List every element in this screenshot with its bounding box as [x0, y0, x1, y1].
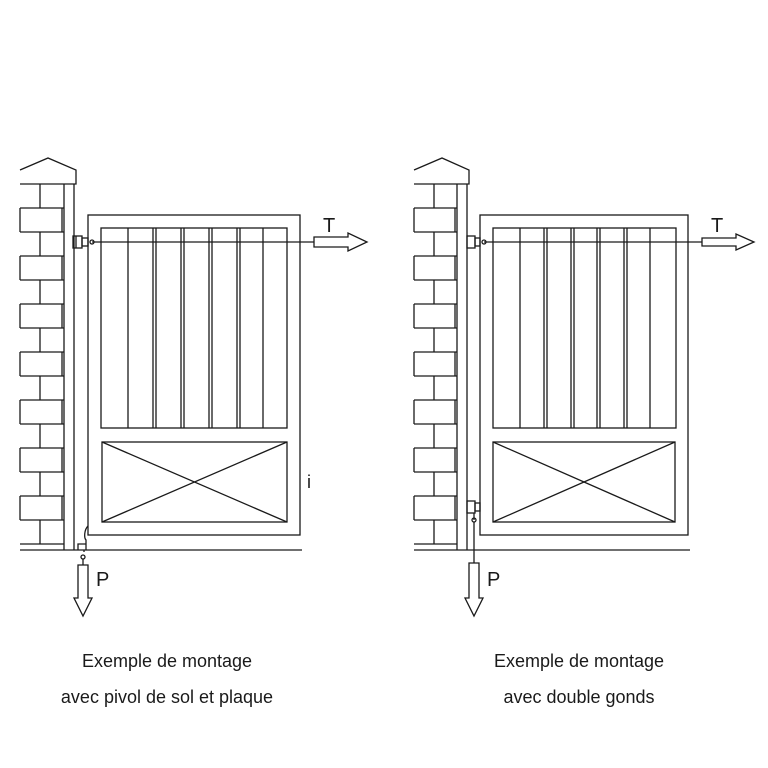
force-label-p-right: P: [487, 569, 500, 591]
side-mark-left: i: [307, 472, 311, 492]
caption-right-line1: Exemple de montage: [494, 651, 664, 671]
force-label-p-left: P: [96, 569, 109, 591]
caption-left-line1: Exemple de montage: [82, 651, 252, 671]
diagram-right: [413, 157, 756, 618]
floor-pivot-left: [77, 525, 89, 552]
gate-right: [479, 214, 689, 536]
diagram-left: [19, 157, 369, 618]
force-arrow-p-right: [463, 522, 485, 618]
brick-wall-left: [19, 157, 77, 550]
gate-left: [87, 214, 301, 536]
top-hinge-right: [466, 235, 487, 249]
force-arrow-t-left: [92, 231, 369, 253]
bottom-hinge-right: [466, 500, 481, 523]
force-arrow-p-left: [72, 554, 94, 618]
force-label-t-left: T: [323, 215, 335, 237]
force-label-t-right: T: [711, 215, 723, 237]
brick-wall-right: [413, 157, 470, 550]
caption-right-line2: avec double gonds: [503, 687, 654, 707]
force-arrow-t-right: [484, 232, 756, 252]
caption-left-line2: avec pivol de sol et plaque: [61, 687, 273, 707]
top-hinge-left: [72, 235, 95, 249]
